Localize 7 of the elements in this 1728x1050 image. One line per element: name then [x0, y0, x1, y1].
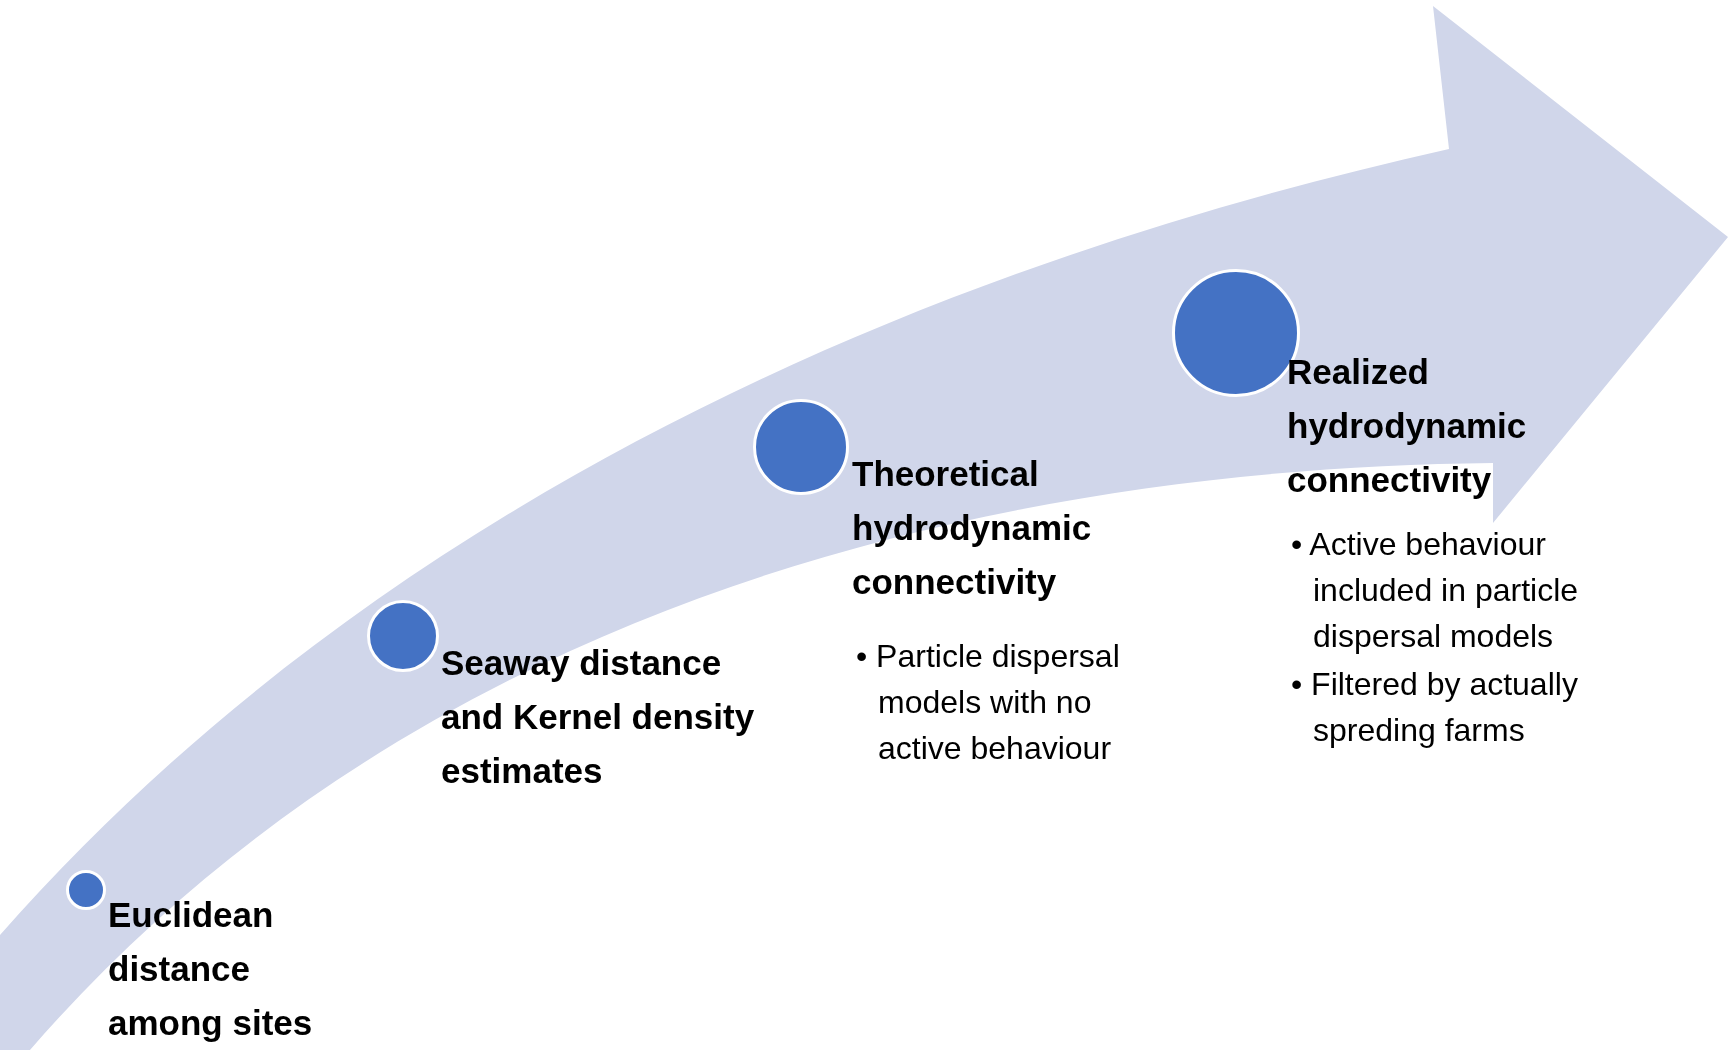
- bullet-text: • Particle dispersal models with no active behaviour: [856, 637, 1121, 768]
- bullet-text: • Active behaviour included in particle dispersal models: [1291, 525, 1580, 656]
- bullet-text: • Filtered by actually spreding farms: [1291, 665, 1579, 750]
- stage-heading: Seaway distance and Kernel density estimates: [441, 642, 756, 792]
- stage-heading: Realized hydrodynamic connectivity: [1287, 351, 1528, 501]
- stage-heading: Theoretical hydrodynamic connectivity: [852, 453, 1093, 603]
- stage-heading: Euclidean distance among sites: [108, 894, 314, 1044]
